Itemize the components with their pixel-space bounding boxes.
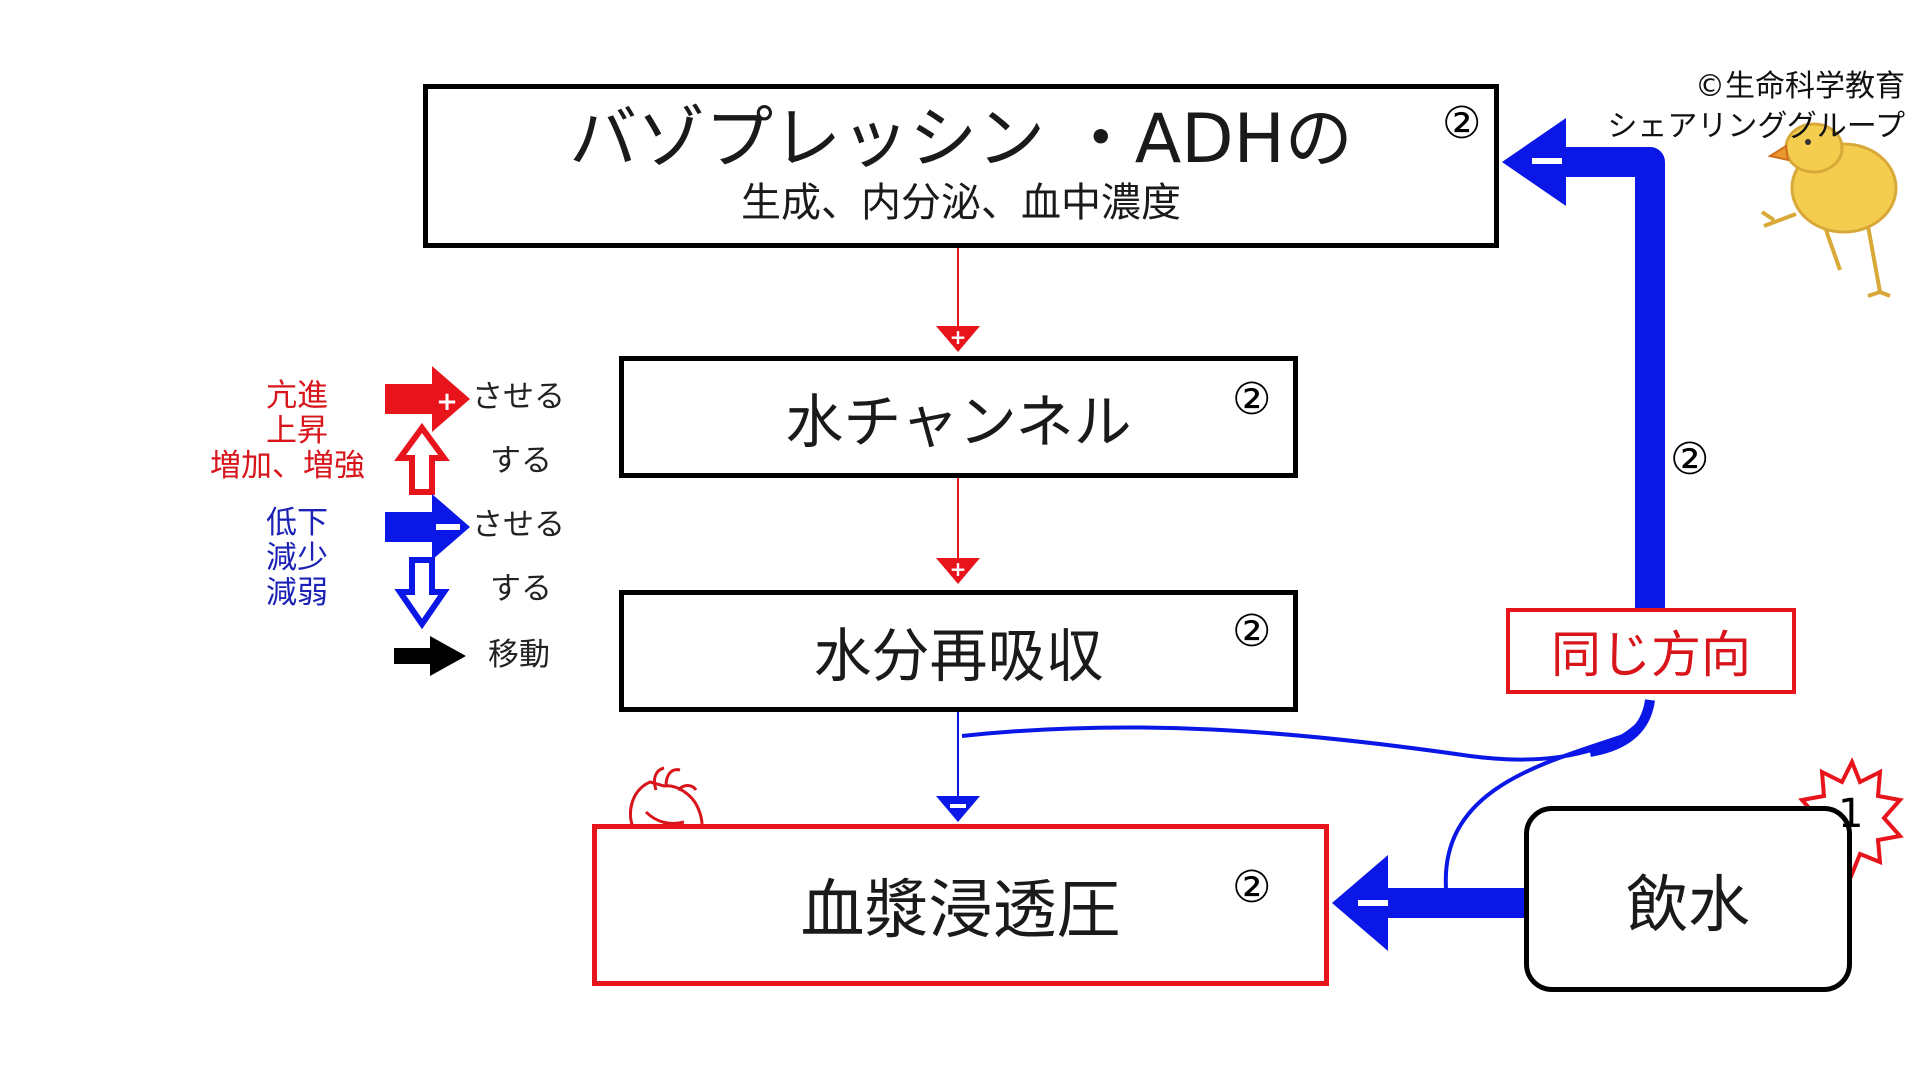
- credit-line-2: シェアリンググループ: [1607, 109, 1905, 144]
- legend-blue-minus: [436, 524, 460, 530]
- reabsorption-label: 水分再吸収: [813, 622, 1104, 690]
- aquaporin-label: 水チャンネル: [785, 388, 1132, 456]
- plasma-osmotic-pressure-box: 血漿浸透圧: [592, 824, 1329, 986]
- legend-blue-down-arrow: [394, 557, 450, 630]
- legend-red-arrow-head: [432, 366, 470, 432]
- legend-do-1: する: [490, 443, 552, 479]
- curve-reabsorption-to-feedback: [961, 710, 1650, 762]
- legend-decrease-word-1: 低下: [266, 505, 328, 541]
- minus-sign-3: [1532, 158, 1562, 164]
- vasopressin-subtitle: 生成、内分泌、血中濃度: [741, 180, 1181, 227]
- reabsorption-step-number: ②: [1232, 606, 1272, 657]
- drinking-step-number: 1: [1838, 791, 1864, 837]
- plasma-osmotic-pressure-label: 血漿浸透圧: [800, 874, 1121, 948]
- vasopressin-title: バゾプレッシン ・ADHの: [569, 99, 1353, 179]
- aquaporin-step-number: ②: [1232, 374, 1272, 425]
- minus-sign-1: [950, 804, 966, 808]
- arrowhead-plus-1: [936, 326, 980, 352]
- drinking-box: 飲水: [1524, 806, 1852, 992]
- legend-black-arrow-head: [430, 636, 466, 676]
- legend-red-arrow-shaft: [385, 384, 433, 414]
- legend-red-plus: +: [436, 387, 458, 417]
- thick-feedback-bend: [1589, 699, 1655, 757]
- reabsorption-box: 水分再吸収: [619, 590, 1298, 712]
- vasopressin-step-number: ②: [1442, 98, 1482, 149]
- same-direction-box: 同じ方向: [1506, 608, 1796, 694]
- chick-illustration: [1760, 122, 1898, 298]
- legend-make-2: させる: [472, 507, 565, 543]
- thick-feedback-path: [1560, 147, 1665, 690]
- plus-sign-1: +: [950, 325, 967, 349]
- legend-increase-word-1: 亢進: [266, 378, 328, 414]
- legend-red-up-arrow: [394, 422, 450, 495]
- drinking-label: 飲水: [1625, 868, 1750, 941]
- legend-increase-word-3: 増加、増強: [210, 448, 365, 484]
- legend-do-2: する: [490, 571, 552, 607]
- legend-increase-word-2: 上昇: [266, 413, 328, 449]
- osmotic-step-number: ②: [1232, 862, 1272, 913]
- credit-line-1: ©生命科学教育: [1695, 69, 1905, 104]
- curve-drinking-to-feedback: [1443, 728, 1641, 889]
- plus-sign-2: +: [950, 557, 967, 581]
- same-direction-label: 同じ方向: [1551, 626, 1751, 684]
- legend-move: 移動: [488, 637, 550, 673]
- aquaporin-box: 水チャンネル: [619, 356, 1298, 478]
- minus-sign-2: [1358, 900, 1388, 906]
- arrowhead-plus-2: [936, 558, 980, 584]
- legend-decrease-word-2: 減少: [266, 540, 328, 576]
- legend-decrease-word-3: 減弱: [266, 575, 328, 611]
- thick-arrow-drinking-to-osmotic: [1382, 888, 1524, 918]
- feedback-step-number: ②: [1670, 434, 1710, 485]
- legend-black-arrow-shaft: [394, 648, 432, 664]
- arrowhead-minus-1: [936, 796, 980, 822]
- legend-make-1: させる: [472, 379, 565, 415]
- vasopressin-box: バゾプレッシン ・ADHの 生成、内分泌、血中濃度: [423, 84, 1499, 248]
- legend-blue-arrow-shaft: [385, 512, 433, 542]
